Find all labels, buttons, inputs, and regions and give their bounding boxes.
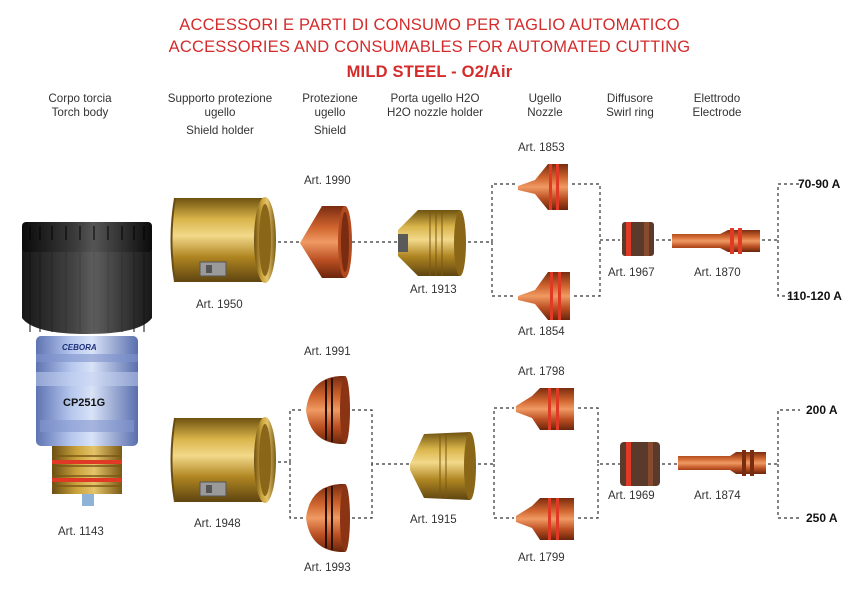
shield-1993 (306, 484, 350, 552)
nozzle-1854 (518, 272, 570, 320)
header-en: Electrode (692, 106, 742, 119)
column-header-shield-holder: Supporto protezione ugello Shield holder (160, 92, 280, 138)
nozzle-1798 (516, 388, 574, 430)
header-en: Torch body (51, 106, 109, 119)
torch-body (22, 222, 152, 506)
label-art-1143: Art. 1143 (58, 526, 104, 538)
label-art-1969: Art. 1969 (608, 490, 655, 502)
label-art-1990: Art. 1990 (304, 175, 351, 187)
header-en: H2O nozzle holder (386, 106, 484, 119)
header-it-2: ugello (204, 106, 236, 119)
torch-brand: CEBORA (62, 343, 97, 352)
nozzle-1799 (516, 498, 574, 540)
header-it: Ugello (528, 92, 562, 105)
label-art-1950: Art. 1950 (196, 299, 243, 311)
swirl-ring-1969 (620, 442, 660, 486)
column-header-nozzle: Ugello Nozzle (510, 92, 580, 120)
label-art-1854: Art. 1854 (518, 326, 565, 338)
shield-1991 (306, 376, 350, 444)
amperage-200: 200 A (806, 403, 838, 417)
header-en: Swirl ring (606, 106, 654, 119)
nozzle-1853 (518, 164, 568, 210)
label-art-1915: Art. 1915 (410, 514, 457, 526)
column-header-torch-body: Corpo torcia Torch body (30, 92, 130, 120)
label-art-1874: Art. 1874 (694, 490, 741, 502)
header-it: Diffusore (606, 92, 654, 105)
shield-holder-1950 (170, 197, 276, 283)
amperage-250: 250 A (806, 511, 838, 525)
amperage-110-120: 110-120 A (787, 289, 842, 303)
label-art-1993: Art. 1993 (304, 562, 351, 574)
shield-1990 (300, 206, 352, 278)
header-it: Supporto protezione (167, 92, 273, 105)
label-art-1913: Art. 1913 (410, 284, 457, 296)
shield-holder-1948 (170, 417, 276, 503)
electrode-1870 (672, 228, 760, 254)
header-it: Protezione (302, 92, 358, 105)
header-en: Shield (313, 124, 347, 137)
label-art-1798: Art. 1798 (518, 366, 565, 378)
label-art-1991: Art. 1991 (304, 346, 351, 358)
column-header-swirl-ring: Diffusore Swirl ring (595, 92, 665, 120)
title-english: ACCESSORIES AND CONSUMABLES FOR AUTOMATE… (168, 38, 691, 56)
label-art-1870: Art. 1870 (694, 267, 741, 279)
connectors (278, 183, 800, 519)
label-art-1853: Art. 1853 (518, 142, 565, 154)
column-header-shield: Protezione ugello Shield (290, 92, 370, 138)
nozzle-holder-1913 (398, 210, 466, 276)
electrode-1874 (678, 450, 766, 476)
column-header-nozzle-holder: Porta ugello H2O H2O nozzle holder (380, 92, 490, 120)
label-art-1799: Art. 1799 (518, 552, 565, 564)
torch-model: CP251G (63, 397, 106, 409)
header-it: Elettrodo (693, 92, 741, 105)
header-it: Porta ugello H2O (390, 92, 480, 105)
header-it-2: ugello (314, 106, 346, 119)
header-en: Shield holder (186, 124, 254, 137)
header-en: Nozzle (527, 106, 563, 119)
column-header-electrode: Elettrodo Electrode (682, 92, 752, 120)
nozzle-holder-1915 (410, 432, 476, 500)
label-art-1948: Art. 1948 (194, 518, 241, 530)
label-art-1967: Art. 1967 (608, 267, 655, 279)
header-it: Corpo torcia (48, 92, 112, 105)
swirl-ring-1967 (622, 222, 654, 256)
title-material: MILD STEEL - O2/Air (346, 63, 513, 81)
amperage-70-90: 70-90 A (798, 177, 841, 191)
title-italian: ACCESSORI E PARTI DI CONSUMO PER TAGLIO … (179, 16, 680, 34)
